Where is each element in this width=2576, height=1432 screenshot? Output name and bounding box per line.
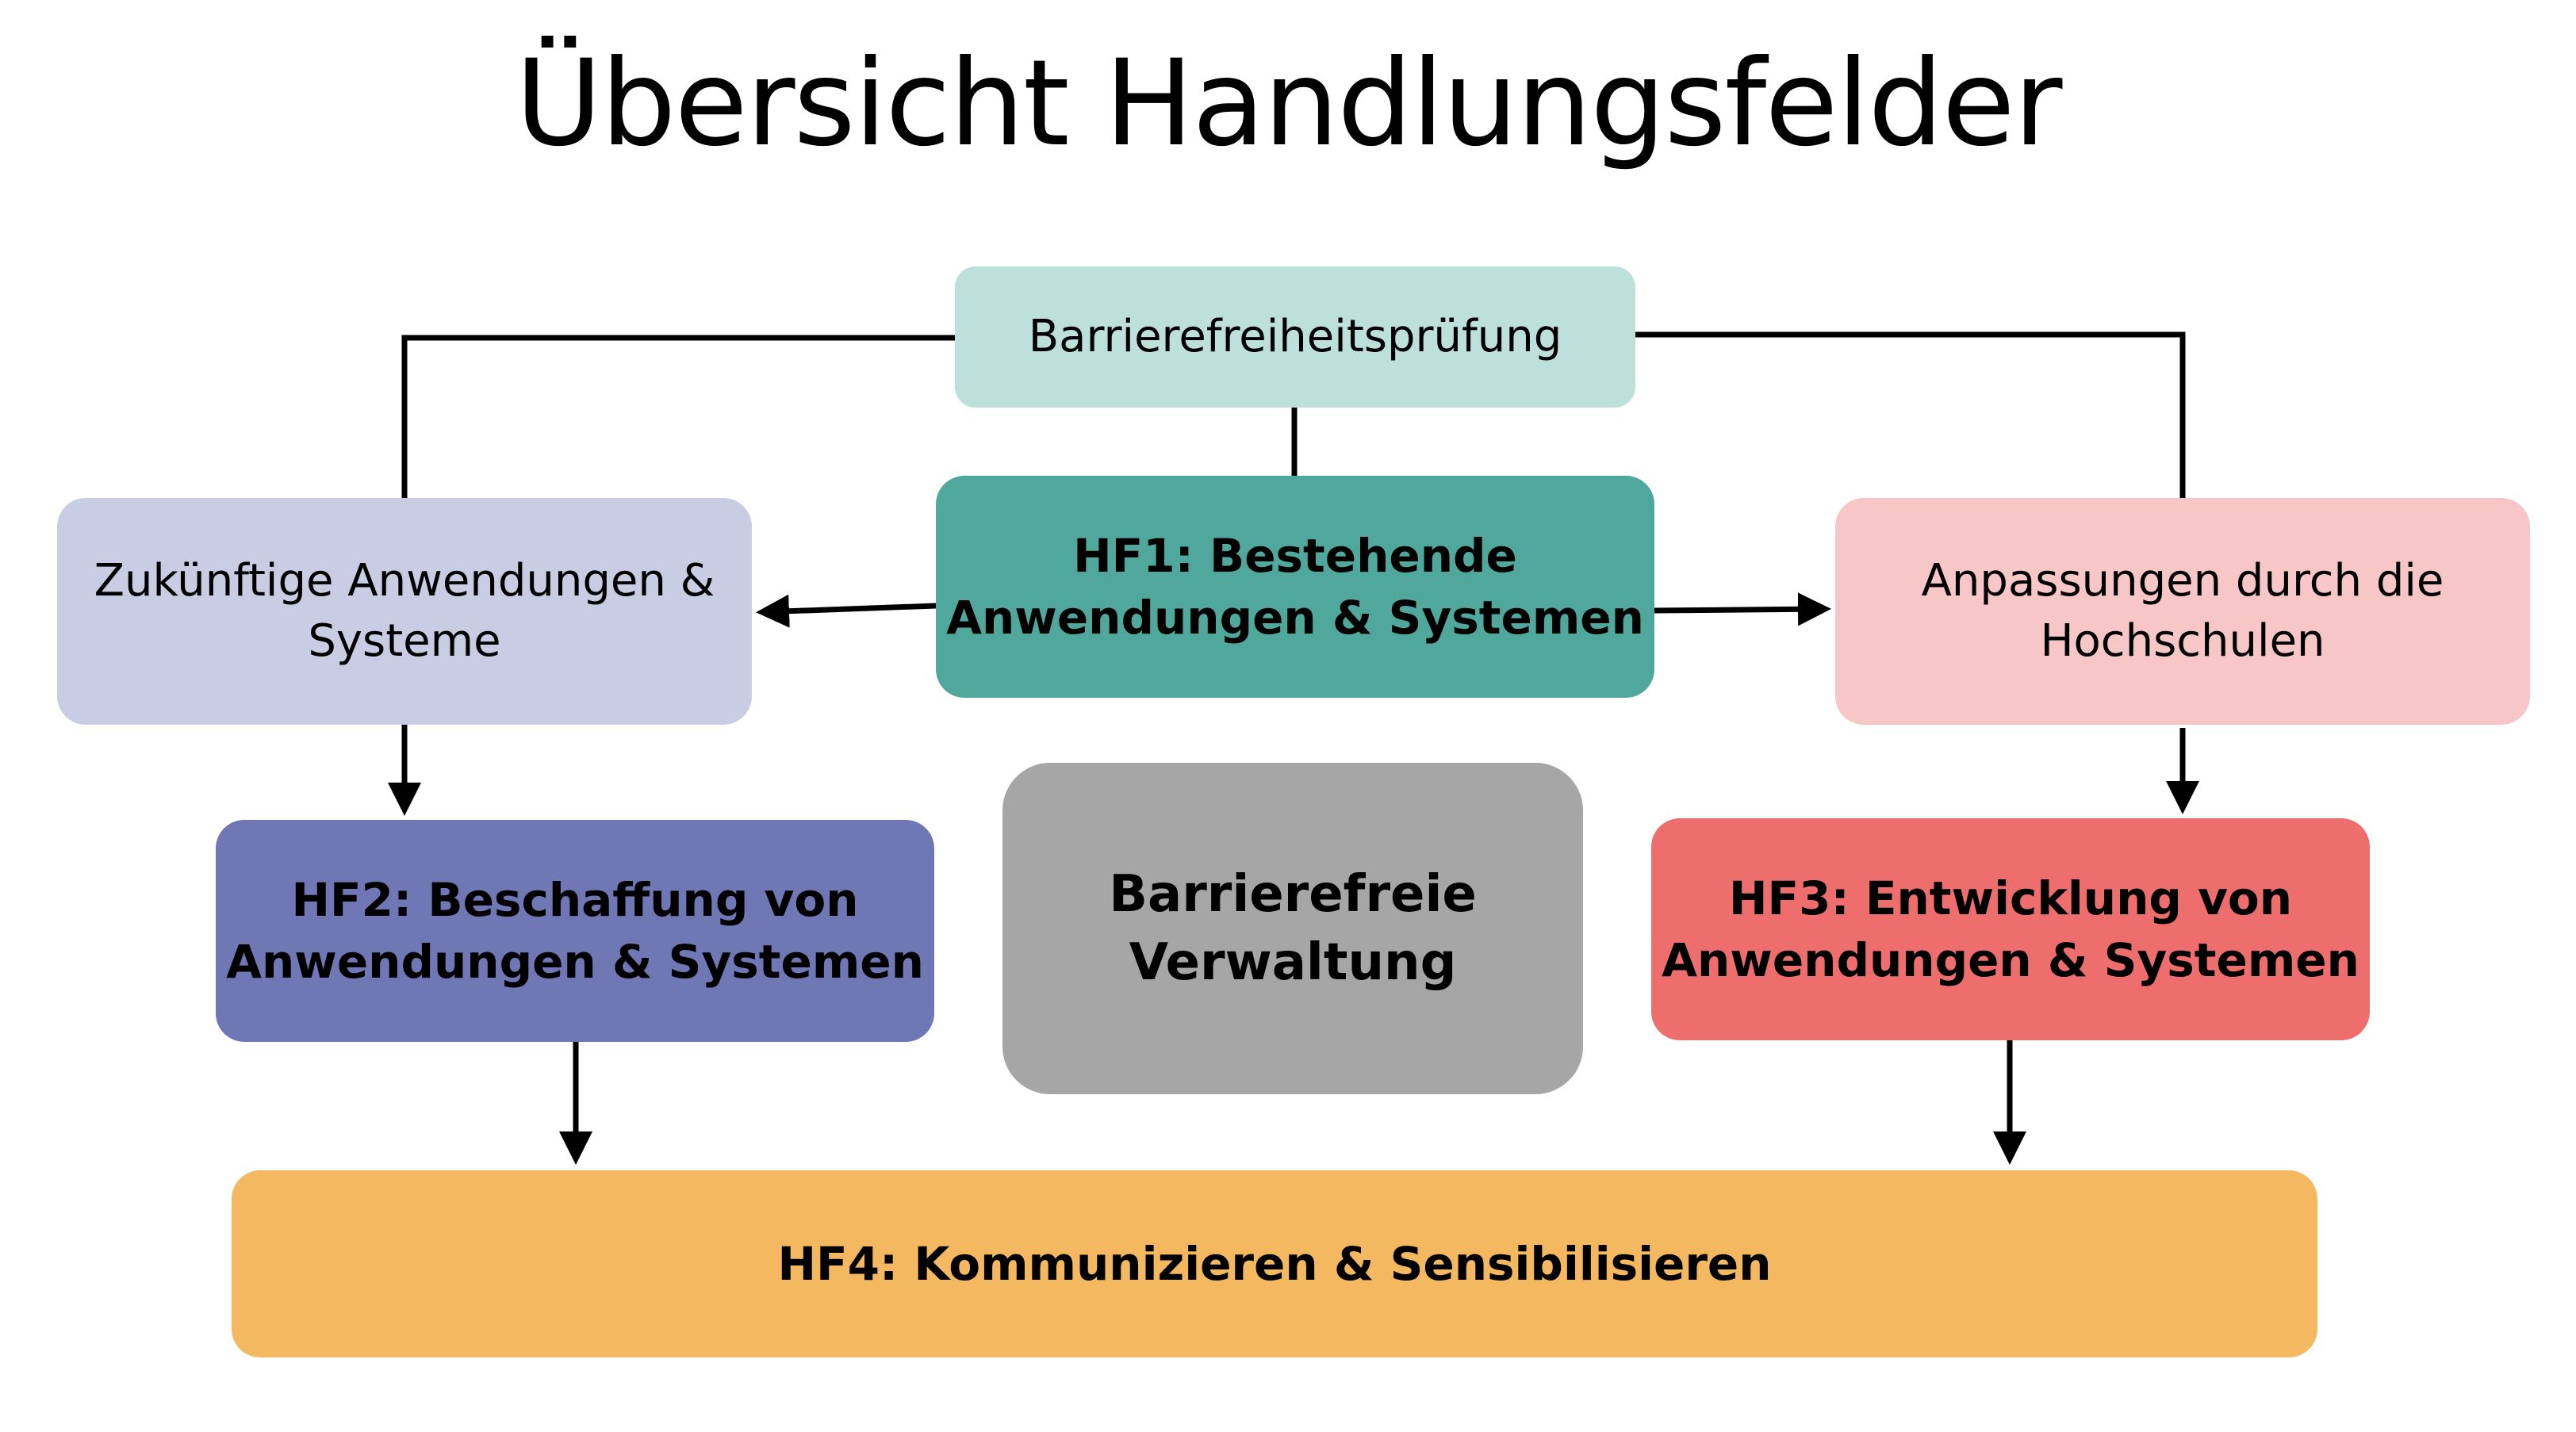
edge-hf1-anpassungen [1654, 592, 1831, 626]
edge-hf1-zukunft [756, 594, 937, 628]
edge-pruefung-zukunft [401, 335, 955, 498]
node-label: HF1: Bestehende Anwendungen & Systemen [946, 528, 1644, 645]
node-label: Zukünftige Anwendungen & Systeme [94, 555, 715, 667]
node-label: Barrierefreie Verwaltung [1109, 864, 1477, 992]
node-hf1-bestehende-anwendungen: HF1: Bestehende Anwendungen & Systemen [936, 476, 1654, 698]
node-zukuenftige-anwendungen: Zukünftige Anwendungen & Systeme [57, 498, 752, 725]
node-hf2-beschaffung: HF2: Beschaffung von Anwendungen & Syste… [216, 820, 934, 1042]
page-title: Übersicht Handlungsfelder [515, 35, 2063, 173]
edge-pruefung-anpassungen [1635, 331, 2186, 498]
node-label: HF4: Kommunizieren & Sensibilisieren [777, 1236, 1772, 1291]
node-label: Anpassungen durch die Hochschulen [1921, 555, 2444, 667]
node-barrierefreiheitspruefung: Barrierefreiheitsprüfung [955, 266, 1635, 408]
node-hf3-entwicklung: HF3: Entwicklung von Anwendungen & Syste… [1651, 818, 2370, 1040]
node-label: HF3: Entwicklung von Anwendungen & Syste… [1662, 871, 2359, 987]
node-hf4-kommunizieren: HF4: Kommunizieren & Sensibilisieren [232, 1170, 2317, 1357]
node-barrierefreie-verwaltung: Barrierefreie Verwaltung [1002, 763, 1583, 1094]
node-anpassungen-hochschulen: Anpassungen durch die Hochschulen [1835, 498, 2530, 725]
node-label: HF2: Beschaffung von Anwendungen & Syste… [226, 872, 924, 989]
node-label: Barrierefreiheitsprüfung [1028, 311, 1562, 363]
